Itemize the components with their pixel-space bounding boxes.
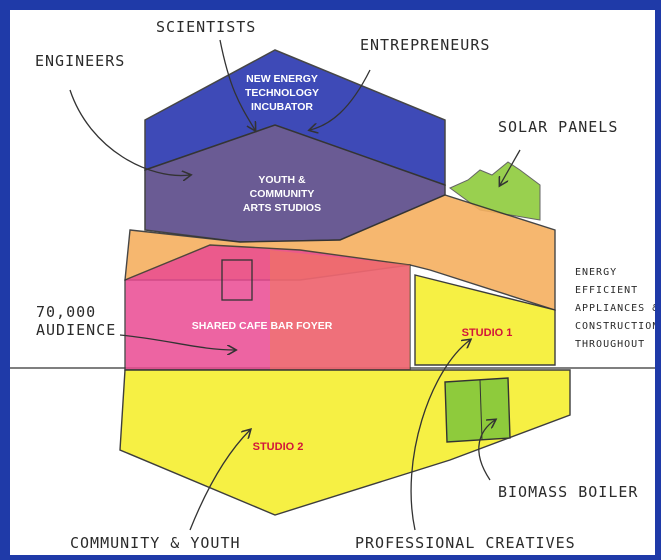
label-energy-1: ENERGY bbox=[575, 267, 617, 278]
arrow-community bbox=[189, 430, 250, 531]
zone-incubator-1: NEW ENERGY bbox=[246, 73, 318, 85]
label-community: COMMUNITY & YOUTH bbox=[70, 534, 241, 552]
studio-1-block bbox=[414, 274, 556, 366]
zone-arts-3: ARTS STUDIOS bbox=[243, 202, 321, 214]
arrow-professional bbox=[410, 340, 470, 531]
label-professional: PROFESSIONAL CREATIVES bbox=[355, 534, 576, 552]
label-entrepreneurs: ENTREPRENEURS bbox=[360, 36, 490, 54]
cafe-overlay bbox=[270, 250, 410, 370]
label-engineers: ENGINEERS bbox=[35, 52, 125, 70]
biomass-divider bbox=[479, 379, 483, 441]
label-energy-5: THROUGHOUT bbox=[575, 339, 645, 350]
zone-studio-2: STUDIO 2 bbox=[253, 441, 304, 453]
label-biomass: BIOMASS BOILER bbox=[498, 483, 638, 501]
arrow-engineers bbox=[69, 89, 190, 176]
zone-studio-1: STUDIO 1 bbox=[462, 327, 513, 339]
label-energy-4: CONSTRUCTION bbox=[575, 321, 655, 332]
zone-incubator-3: INCUBATOR bbox=[251, 101, 313, 113]
zone-arts-2: COMMUNITY bbox=[250, 188, 315, 200]
zone-arts-1: YOUTH & bbox=[258, 174, 306, 186]
arrow-scientists bbox=[219, 39, 255, 130]
arrow-entrepreneurs bbox=[310, 69, 371, 130]
arrow-solar bbox=[500, 149, 521, 185]
biomass-boiler-box bbox=[444, 377, 511, 443]
diagram-canvas: SCIENTISTS ENGINEERS ENTREPRENEURS SOLAR… bbox=[10, 10, 655, 555]
arrow-audience bbox=[119, 334, 235, 350]
label-scientists: SCIENTISTS bbox=[156, 18, 256, 36]
label-energy-3: APPLIANCES & bbox=[575, 303, 655, 314]
label-audience: AUDIENCE bbox=[36, 321, 116, 339]
building-sketch: SCIENTISTS ENGINEERS ENTREPRENEURS SOLAR… bbox=[10, 18, 655, 552]
label-solar-panels: SOLAR PANELS bbox=[498, 118, 618, 136]
arrow-biomass bbox=[478, 420, 495, 481]
label-energy-2: EFFICIENT bbox=[575, 285, 638, 296]
label-audience-count: 70,000 bbox=[36, 303, 96, 321]
zone-incubator-2: TECHNOLOGY bbox=[245, 87, 319, 99]
door-sketch bbox=[221, 259, 253, 301]
zone-cafe: SHARED CAFE BAR FOYER bbox=[192, 320, 333, 332]
